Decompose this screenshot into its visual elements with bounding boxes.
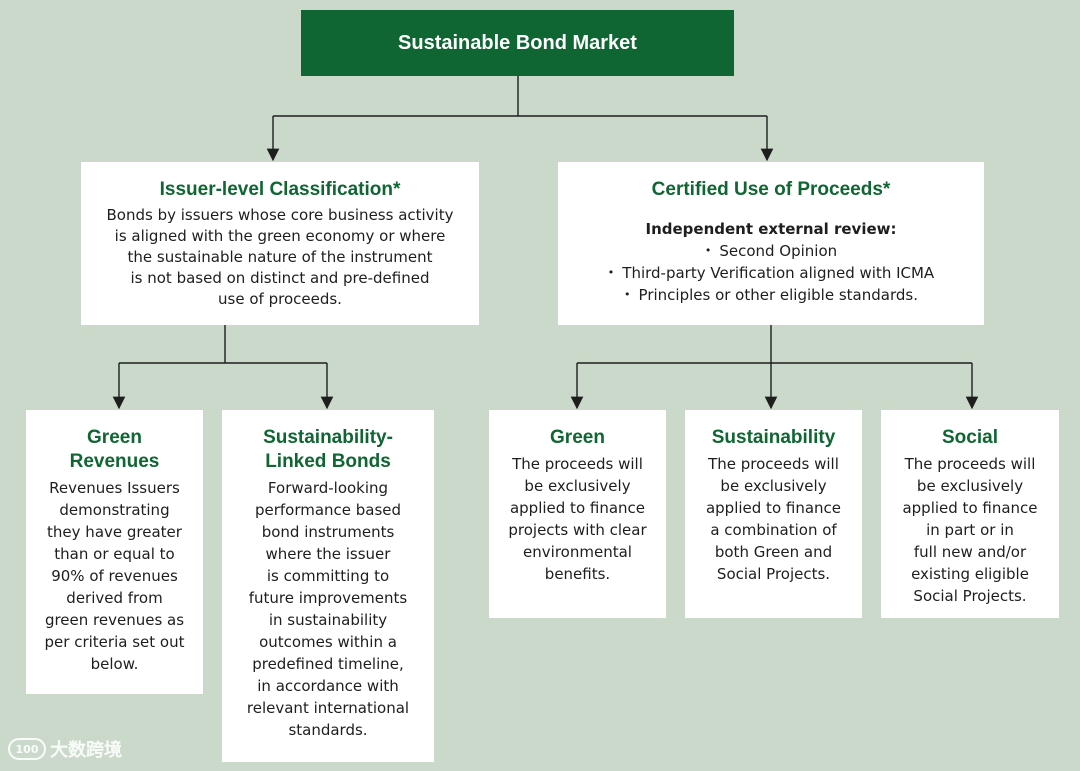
leaf-description: Revenues Issuers demonstrating they have… [44,479,185,673]
leaf-description: The proceeds will be exclusively applied… [508,455,647,583]
node-certified-use-of-proceeds: Certified Use of Proceeds* Independent e… [558,162,984,325]
certified-bullet-list: Second Opinion Third-party Verification … [558,240,984,306]
leaf-description: The proceeds will be exclusively applied… [902,455,1038,605]
node-green-revenues: Green Revenues Revenues Issuers demonstr… [26,410,203,694]
leaf-description: The proceeds will be exclusively applied… [705,455,842,583]
certified-bullet: Third-party Verification aligned with IC… [558,262,984,284]
leaf-title: Green [550,427,605,448]
node-sustainability-linked-bonds: Sustainability- Linked Bonds Forward-loo… [222,410,434,762]
leaf-title: Sustainability- Linked Bonds [263,427,393,472]
leaf-description: Forward-looking performance based bond i… [246,479,410,739]
node-green: Green The proceeds will be exclusively a… [489,410,666,618]
certified-subtitle: Independent external review: [645,220,897,238]
node-issuer-level-classification: Issuer-level Classification* Bonds by is… [81,162,479,325]
issuer-level-description: Bonds by issuers whose core business act… [106,206,454,308]
certified-bullet: Second Opinion [558,240,984,262]
root-title: Sustainable Bond Market [398,31,637,54]
leaf-title: Social [942,427,998,448]
watermark: 100 大数跨境 [8,736,122,762]
watermark-logo-icon: 100 [8,738,46,760]
node-sustainability: Sustainability The proceeds will be excl… [685,410,862,618]
certified-title: Certified Use of Proceeds* [651,179,891,200]
root-node-sustainable-bond-market: Sustainable Bond Market [301,10,734,76]
leaf-title: Green Revenues [69,427,160,472]
leaf-title: Sustainability [711,427,836,448]
certified-bullet: Principles or other eligible standards. [558,284,984,306]
issuer-level-title: Issuer-level Classification* [159,179,401,200]
node-social: Social The proceeds will be exclusively … [881,410,1059,618]
watermark-text: 大数跨境 [50,740,122,761]
